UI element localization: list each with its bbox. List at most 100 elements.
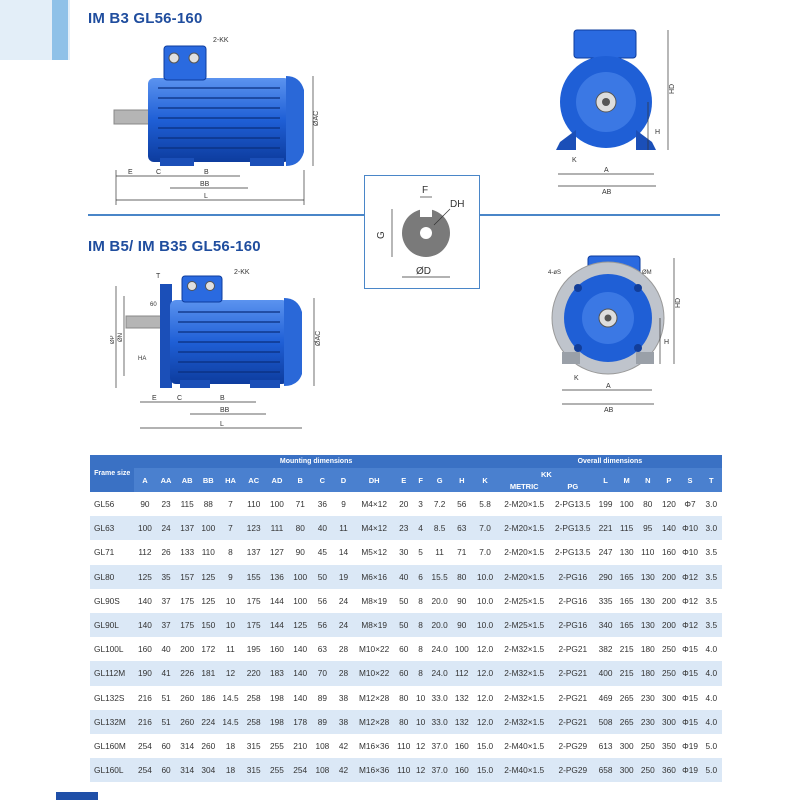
table-cell: M10×22	[359, 644, 390, 655]
table-cell: 144	[265, 612, 289, 638]
table-cell: 12.0	[477, 692, 494, 703]
table-cell: 100	[134, 516, 156, 541]
table-cell: 180	[637, 661, 659, 686]
shaft	[113, 109, 151, 125]
table-cell: 37.0	[428, 758, 452, 783]
table-cell: 180	[640, 644, 655, 655]
table-cell: 8	[413, 612, 428, 638]
table-cell: 63	[451, 516, 473, 541]
table-cell: 80	[394, 709, 414, 734]
table-cell: 36	[317, 499, 327, 510]
table-cell: 110	[397, 740, 411, 751]
table-cell: 133	[180, 547, 195, 558]
table-cell: 125	[288, 612, 312, 638]
table-cell: 195	[246, 644, 261, 655]
table-cell: 300	[619, 740, 634, 751]
table-cell: 80	[643, 499, 653, 510]
table-cell: 20	[399, 499, 409, 510]
table-cell: 37.0	[431, 740, 448, 751]
table-cell: 18	[218, 758, 243, 783]
table-cell: 10	[413, 709, 428, 734]
table-cell: 12.0	[477, 644, 494, 655]
col-kk-header: KK	[497, 468, 595, 480]
dim-bb-label-b5: BB	[220, 407, 230, 414]
table-cell: 115	[180, 499, 194, 510]
col-aa-header: AA	[155, 468, 177, 492]
col-h-header: H	[451, 468, 473, 492]
table-cell: 7.2	[433, 499, 446, 510]
table-cell: 172	[201, 644, 216, 655]
table-cell: 255	[265, 758, 289, 783]
table-cell: 254	[288, 758, 312, 783]
dim-60-label: 60	[150, 302, 157, 308]
table-cell: 200	[180, 644, 195, 655]
col-b-header: B	[288, 468, 312, 492]
table-cell: 150	[197, 612, 219, 638]
table-cell: 165	[619, 595, 634, 606]
dim-oac-label: ØAC	[313, 111, 320, 126]
table-cell: 8	[418, 595, 423, 606]
dim-h-label-b5: H	[664, 339, 669, 346]
table-cell: 5.8	[479, 499, 491, 510]
table-cell: 108	[311, 758, 333, 783]
table-cell: 2-M20×1.5	[504, 499, 545, 510]
table-cell: 2-PG21	[558, 692, 588, 703]
table-cell: 100	[454, 644, 469, 655]
table-cell: 198	[265, 709, 289, 734]
table-cell: 3.5	[700, 564, 722, 589]
table-cell: 45	[317, 547, 327, 558]
table-cell: 260	[180, 692, 195, 703]
table-cell: 130	[619, 547, 634, 558]
table-cell: 226	[176, 661, 198, 686]
table-cell: 250	[662, 644, 676, 655]
dim-k-label-b5: K	[574, 375, 579, 382]
table-cell: 140	[658, 516, 680, 541]
table-cell: 265	[619, 692, 634, 703]
table-cell: 10	[415, 692, 426, 703]
table-cell: 125	[134, 564, 156, 589]
table-cell: 215	[619, 644, 634, 655]
table-cell: 125	[201, 595, 216, 606]
table-cell: GL90S	[94, 595, 120, 606]
table-cell: 210	[293, 740, 308, 751]
dim-om-label: ØM	[642, 270, 652, 276]
table-cell: 255	[270, 740, 284, 751]
table-cell: 100	[288, 564, 312, 589]
dim-kk-label: 2-KK	[213, 37, 229, 44]
dim-k-label: K	[572, 157, 577, 164]
table-cell: 123	[242, 516, 266, 541]
dim-od-label: ØD	[416, 266, 431, 277]
table-cell: 10.0	[477, 595, 494, 606]
table-cell: 40	[394, 564, 414, 589]
table-cell: M12×28	[354, 709, 395, 734]
table-row: GL160L 254 60 314 304 18 315 255 254 108…	[90, 758, 722, 783]
dimension-table-container: Frame size Mounting dimensions Overall d…	[90, 455, 722, 783]
table-cell: 7.0	[479, 547, 491, 558]
table-cell: 60	[399, 644, 409, 655]
table-cell: GL71	[94, 547, 115, 558]
table-cell: 80	[451, 564, 473, 589]
table-cell: 2-M20×1.5	[504, 547, 545, 558]
table-row: GL90S 140 37 175 125 10 175 144 100 56 2…	[90, 589, 722, 613]
table-cell: 230	[640, 692, 655, 703]
dim-hd-label: HD	[669, 84, 676, 94]
table-row: GL112M 190 41 226 181 12 220 183 140 70 …	[90, 661, 722, 686]
table-cell: GL112M	[90, 661, 135, 686]
table-cell: GL160L	[90, 758, 135, 783]
table-cell: 165	[616, 612, 638, 638]
table-cell: 137	[246, 547, 261, 558]
table-cell: 220	[242, 661, 266, 686]
table-cell: 4.0	[705, 692, 718, 703]
table-cell: 90	[140, 499, 150, 510]
table-cell: M12×28	[359, 692, 390, 703]
table-cell: 2-PG21	[550, 661, 595, 686]
table-cell: 100	[197, 516, 219, 541]
table-cell: 175	[176, 612, 198, 638]
table-cell: 165	[616, 564, 638, 589]
table-cell: 38	[338, 692, 349, 703]
table-cell: 3.5	[705, 595, 718, 606]
dim-hd-label-b5: HD	[675, 298, 682, 308]
table-cell: 3.0	[700, 516, 722, 541]
table-cell: 4.0	[705, 644, 718, 655]
table-cell: 10	[218, 612, 243, 638]
